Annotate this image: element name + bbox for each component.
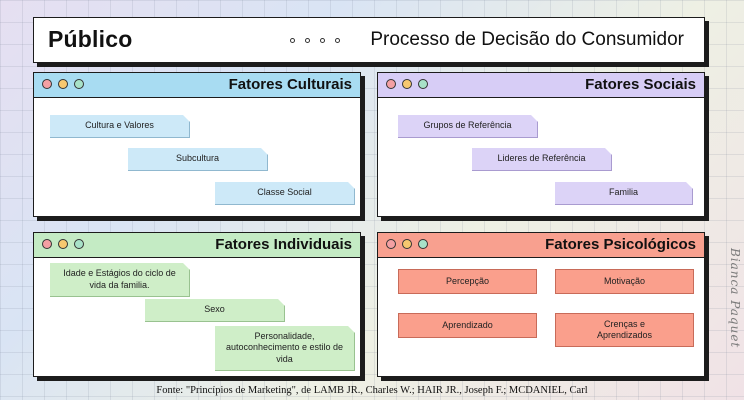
red-dot-icon [42, 79, 52, 89]
panel-title-bar: Fatores Psicológicos [378, 233, 704, 258]
green-dot-icon [418, 79, 428, 89]
panel-title: Fatores Psicológicos [545, 236, 696, 253]
tag-sexo: Sexo [145, 299, 285, 322]
page-title: Público [48, 26, 133, 52]
tag-personalidade: Personalidade, autoconhecimento e estilo… [215, 326, 355, 371]
tag-cultura-e-valores: Cultura e Valores [50, 115, 190, 138]
dot-icon [305, 38, 310, 43]
panel-title: Fatores Sociais [585, 76, 696, 93]
window-dots [42, 239, 84, 249]
window-dots [386, 239, 428, 249]
page-subtitle: Processo de Decisão do Consumidor [370, 29, 684, 50]
tag-motivacao: Motivação [555, 269, 694, 294]
decorative-dots [290, 38, 340, 43]
header-card: Público Processo de Decisão do Consumido… [33, 17, 705, 63]
window-dots [42, 79, 84, 89]
panel-social-factors: Fatores Sociais Grupos de Referência Lid… [377, 72, 705, 217]
tag-grupos-de-referencia: Grupos de Referência [398, 115, 538, 138]
tag-lideres-de-referencia: Lideres de Referência [472, 148, 612, 171]
red-dot-icon [42, 239, 52, 249]
tag-familia: Familia [555, 182, 693, 205]
tag-percepcao: Percepção [398, 269, 537, 294]
panel-title: Fatores Culturais [228, 76, 352, 93]
tag-classe-social: Classe Social [215, 182, 355, 205]
dot-icon [290, 38, 295, 43]
yellow-dot-icon [58, 239, 68, 249]
panel-individual-factors: Fatores Individuais Idade e Estágios do … [33, 232, 361, 377]
panel-title: Fatores Individuais [215, 236, 352, 253]
yellow-dot-icon [402, 79, 412, 89]
green-dot-icon [74, 79, 84, 89]
window-dots [386, 79, 428, 89]
red-dot-icon [386, 239, 396, 249]
panel-title-bar: Fatores Culturais [34, 73, 360, 98]
panel-title-bar: Fatores Sociais [378, 73, 704, 98]
yellow-dot-icon [402, 239, 412, 249]
author-signature: Bianca Paquet [728, 248, 742, 349]
red-dot-icon [386, 79, 396, 89]
panel-psychological-factors: Fatores Psicológicos Percepção Motivação… [377, 232, 705, 377]
tag-aprendizado: Aprendizado [398, 313, 537, 338]
tag-subcultura: Subcultura [128, 148, 268, 171]
tag-idade-e-estagios: Idade e Estágios do ciclo de vida da fam… [50, 263, 190, 297]
tag-crencas-e-aprendizados: Crenças e Aprendizados [555, 313, 694, 347]
source-caption: Fonte: "Princípios de Marketing", de LAM… [156, 385, 588, 396]
panel-cultural-factors: Fatores Culturais Cultura e Valores Subc… [33, 72, 361, 217]
green-dot-icon [74, 239, 84, 249]
dot-icon [335, 38, 340, 43]
panel-title-bar: Fatores Individuais [34, 233, 360, 258]
yellow-dot-icon [58, 79, 68, 89]
green-dot-icon [418, 239, 428, 249]
dot-icon [320, 38, 325, 43]
